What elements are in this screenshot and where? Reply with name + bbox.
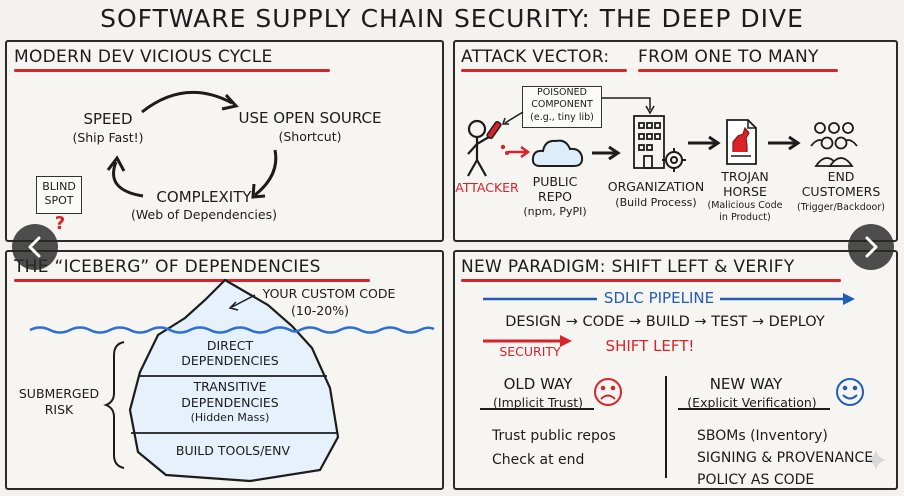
poisoned-line-2: COMPONENT bbox=[531, 99, 593, 110]
poisoned-line-3: (e.g., tiny lib) bbox=[530, 112, 594, 123]
direct-deps-line-2: DEPENDENCIES bbox=[181, 353, 279, 368]
panel-heading-iceberg: THE “ICEBERG” OF DEPENDENCIES bbox=[14, 257, 321, 277]
next-slide-button[interactable] bbox=[848, 224, 894, 270]
organization-label: ORGANIZATION bbox=[607, 179, 705, 194]
panel-heading-vicious-cycle: MODERN DEV VICIOUS CYCLE bbox=[14, 47, 273, 67]
sdlc-pipeline-label: SDLC PIPELINE bbox=[603, 289, 715, 307]
water-line bbox=[29, 326, 435, 334]
heading-underline-2 bbox=[638, 69, 838, 72]
trojan-line-3: (Malicious Code bbox=[707, 200, 783, 211]
cloud-icon bbox=[531, 139, 584, 167]
customers-group-icon bbox=[810, 122, 858, 167]
previous-slide-button[interactable] bbox=[12, 224, 58, 270]
shift-left-label: SHIFT LEFT! bbox=[605, 337, 695, 355]
security-label: SECURITY bbox=[499, 344, 561, 359]
panel-heading-new-paradigm: NEW PARADIGM: SHIFT LEFT & VERIFY bbox=[461, 257, 795, 277]
build-tools-label: BUILD TOOLS/ENV bbox=[175, 443, 291, 458]
customers-line-2: CUSTOMERS bbox=[801, 184, 881, 199]
trojan-line-1: TROJAN bbox=[721, 169, 769, 184]
sparkle-icon bbox=[866, 450, 886, 470]
submerged-risk-line-2: RISK bbox=[44, 402, 74, 417]
blind-spot-question: ? bbox=[54, 213, 66, 234]
panel-heading-attack-1: ATTACK VECTOR: bbox=[461, 47, 610, 67]
customers-line-3: (Trigger/Backdoor) bbox=[796, 202, 885, 213]
blind-spot-line-1: BLIND bbox=[42, 180, 76, 193]
trojan-line-2: HORSE bbox=[723, 184, 767, 199]
happy-face-icon bbox=[836, 378, 864, 406]
previous-arrow-icon bbox=[28, 236, 41, 258]
panel-new-paradigm bbox=[453, 250, 898, 490]
new-way-underline bbox=[678, 408, 830, 410]
speed-sub: (Ship Fast!) bbox=[72, 130, 144, 145]
new-way-item: SIGNING & PROVENANCE bbox=[697, 450, 874, 466]
repo-line-2: REPO bbox=[538, 189, 572, 204]
repo-line-3: (npm, PyPI) bbox=[523, 205, 587, 218]
new-way-sub: (Explicit Verification) bbox=[687, 395, 817, 410]
open-source-label: USE OPEN SOURCE bbox=[238, 109, 382, 127]
submerged-risk-line-1: SUBMERGED bbox=[18, 386, 100, 401]
blind-spot-box bbox=[36, 176, 82, 214]
open-source-sub: (Shortcut) bbox=[278, 129, 342, 144]
complexity-sub: (Web of Dependencies) bbox=[131, 207, 277, 222]
transitive-deps-line-3: (Hidden Mass) bbox=[190, 411, 270, 424]
old-way-item: Trust public repos bbox=[492, 428, 616, 444]
speed-label: SPEED bbox=[83, 110, 133, 128]
complexity-label: COMPLEXITY bbox=[156, 188, 252, 206]
customers-line-1: END bbox=[827, 169, 855, 184]
poisoned-line-1: POISONED bbox=[537, 87, 587, 98]
blind-spot-line-2: SPOT bbox=[44, 194, 74, 207]
sdlc-stages: DESIGN → CODE → BUILD → TEST → DEPLOY bbox=[505, 314, 825, 330]
poisoned-component-box bbox=[522, 86, 602, 128]
transitive-deps-line-2: DEPENDENCIES bbox=[181, 395, 279, 410]
attacker-icon bbox=[467, 119, 495, 177]
attacker-label: ATTACKER bbox=[455, 180, 519, 195]
custom-code-label: YOUR CUSTOM CODE bbox=[262, 286, 396, 301]
heading-underline-1 bbox=[461, 69, 627, 72]
direct-deps-line-1: DIRECT bbox=[206, 338, 254, 353]
poison-vial-icon bbox=[486, 120, 502, 140]
heading-underline bbox=[14, 69, 330, 72]
new-way-item: POLICY AS CODE bbox=[697, 472, 815, 488]
transitive-deps-line-1: TRANSITIVE bbox=[193, 379, 267, 394]
heading-underline bbox=[461, 279, 841, 282]
custom-code-pct: (10-20%) bbox=[291, 303, 349, 318]
next-arrow-icon bbox=[865, 236, 878, 258]
old-way-underline bbox=[480, 408, 594, 410]
sad-face-icon bbox=[594, 378, 622, 406]
old-way-label: OLD WAY bbox=[503, 375, 573, 393]
iceberg-shape bbox=[128, 278, 340, 483]
trojan-line-4: in Product) bbox=[719, 212, 771, 223]
repo-line-1: PUBLIC bbox=[532, 174, 578, 189]
old-way-item: Check at end bbox=[492, 452, 585, 468]
new-way-label: NEW WAY bbox=[709, 375, 783, 393]
organization-sub: (Build Process) bbox=[615, 196, 697, 209]
gear-icon bbox=[662, 148, 686, 172]
submerged-brace bbox=[103, 341, 125, 469]
organization-building-icon bbox=[633, 115, 665, 169]
panel-heading-attack-2: FROM ONE TO MANY bbox=[638, 47, 819, 67]
page-title: SOFTWARE SUPPLY CHAIN SECURITY: THE DEEP… bbox=[100, 4, 804, 33]
trojan-horse-document-icon bbox=[726, 119, 757, 165]
old-way-sub: (Implicit Trust) bbox=[493, 395, 583, 410]
new-way-item: SBOMs (Inventory) bbox=[697, 428, 828, 444]
heading-underline bbox=[14, 279, 370, 282]
